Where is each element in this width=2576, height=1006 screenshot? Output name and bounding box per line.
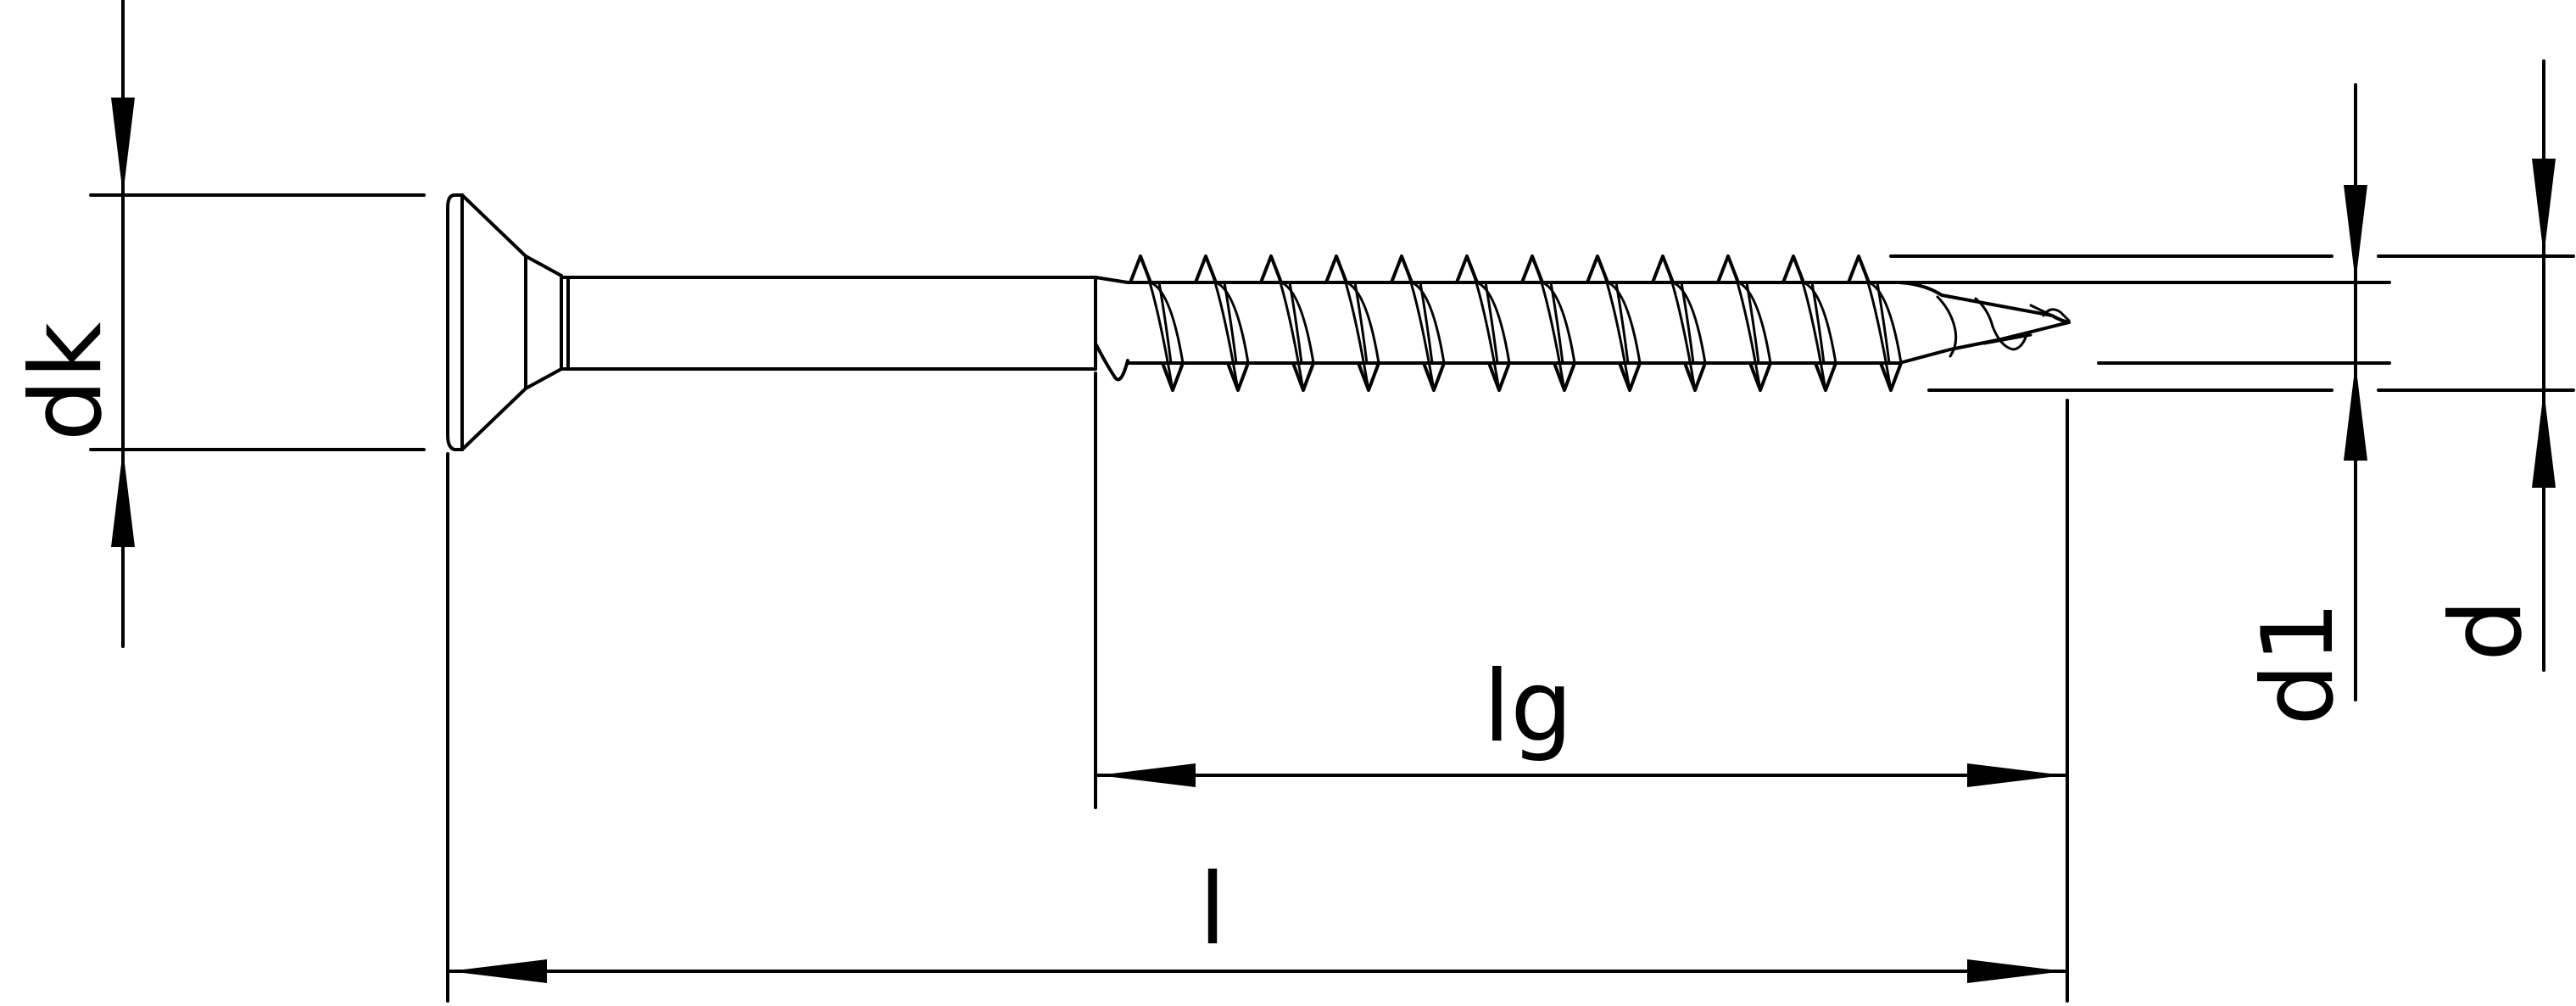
thread-turn-line xyxy=(1410,281,1446,365)
thread-turn-line xyxy=(1149,281,1185,365)
lg-label: lg xyxy=(1483,650,1573,764)
dim-dk: dk xyxy=(9,0,426,648)
thread-turn-line xyxy=(1475,281,1511,365)
thread-turn-line xyxy=(1419,281,1434,365)
thread-turn-line xyxy=(1465,254,1501,392)
l-label: l xyxy=(1199,852,1226,967)
thread-turn-line xyxy=(1335,254,1370,392)
thread-turn-line xyxy=(1802,281,1837,365)
thread-turn-line xyxy=(1726,254,1762,392)
dim-lg: lg xyxy=(1094,372,2069,1003)
thread-turn-line xyxy=(1792,254,1827,392)
d1-arrow-bottom xyxy=(2344,363,2367,461)
thread-turn-line xyxy=(1596,254,1631,392)
l-arrow-right xyxy=(1967,959,2065,983)
thread-turn-line xyxy=(1280,281,1315,365)
thread-turn-line xyxy=(1680,281,1695,365)
screw-thread xyxy=(1126,254,1903,392)
dk-label: dk xyxy=(9,322,124,442)
lg-arrow-left xyxy=(1098,763,1196,787)
thread-turn-line xyxy=(1214,281,1250,365)
thread-turn-line xyxy=(1857,254,1893,392)
thread-turn-line xyxy=(1139,254,1174,392)
thread-turn-line xyxy=(1531,254,1566,392)
dim-d: d xyxy=(1889,59,2575,672)
thread-turn-line xyxy=(1810,281,1826,365)
thread-turn-line xyxy=(1541,281,1576,365)
thread-turn-line xyxy=(1876,281,1891,365)
thread-turn-line xyxy=(1345,281,1380,365)
dk-arrow-top xyxy=(111,98,135,195)
thread-turn-line xyxy=(1484,281,1499,365)
thread-turn-line xyxy=(1614,281,1630,365)
d1-label: d1 xyxy=(2241,601,2356,725)
thread-turn-line xyxy=(1671,281,1707,365)
d1-arrow-top xyxy=(2344,185,2367,282)
thread-turn-line xyxy=(1269,254,1305,392)
dim-l: l xyxy=(446,452,2066,1003)
thread-turn-line xyxy=(1288,281,1303,365)
thread-turn-line xyxy=(1737,281,1772,365)
screw-head xyxy=(446,193,570,451)
dk-arrow-bottom xyxy=(111,450,135,547)
thread-turn-line xyxy=(1400,254,1436,392)
thread-turn-line xyxy=(1745,281,1760,365)
d-label: d xyxy=(2429,599,2544,662)
l-arrow-left xyxy=(449,959,547,983)
d-arrow-top xyxy=(2532,159,2556,256)
thread-turn-line xyxy=(1157,281,1173,365)
dim-d1: d1 xyxy=(1889,83,2391,726)
thread-turn-line xyxy=(1353,281,1369,365)
screw-shank xyxy=(560,276,1129,382)
d-arrow-bottom xyxy=(2532,390,2556,488)
thread-turn-line xyxy=(1204,254,1240,392)
lg-arrow-right xyxy=(1967,763,2065,787)
thread-turn-line xyxy=(1606,281,1642,365)
thread-turn-line xyxy=(1549,281,1564,365)
thread-turn-line xyxy=(1661,254,1697,392)
screw-tip xyxy=(1898,281,2071,365)
thread-turn-line xyxy=(1867,281,1903,365)
thread-turn-line xyxy=(1223,281,1238,365)
